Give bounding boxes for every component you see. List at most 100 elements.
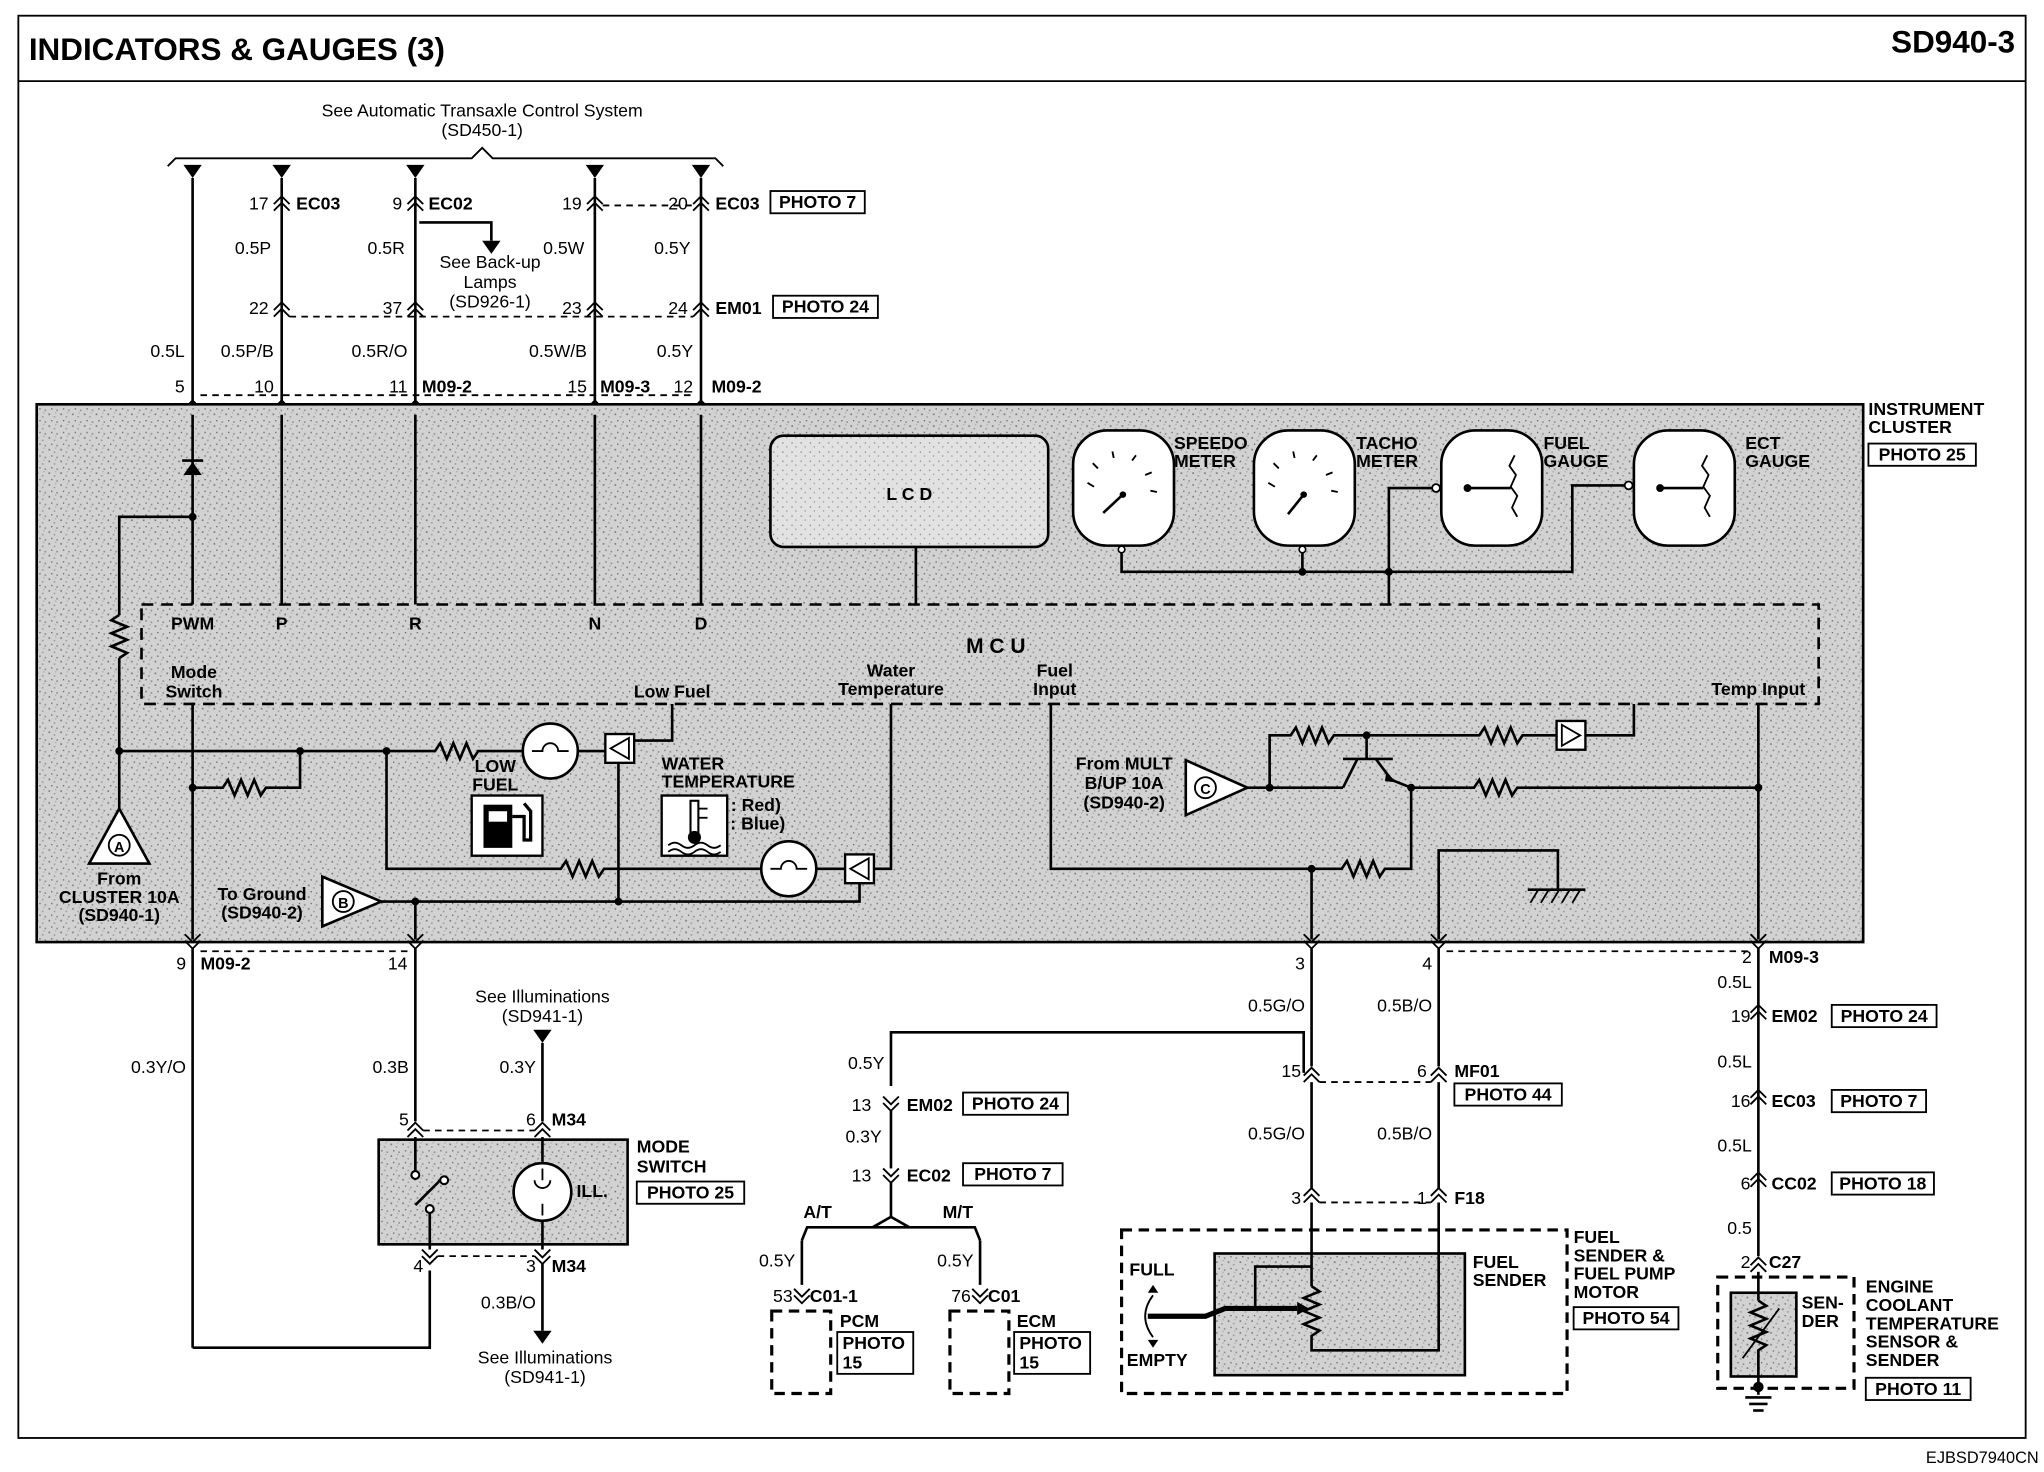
mcu-low-fuel: Low Fuel xyxy=(634,681,711,701)
mf01-photo-box xyxy=(1453,1082,1563,1107)
connector-a-label: A xyxy=(114,840,125,856)
page-frame xyxy=(17,14,2027,1439)
mcu-fuel-1: Fuel xyxy=(1037,660,1073,680)
conn-m092-b: M09-2 xyxy=(711,377,761,397)
fuel-module-1: FUEL xyxy=(1574,1227,1620,1247)
cluster-photo: PHOTO 25 xyxy=(1879,445,1966,465)
fuel-input-path xyxy=(1049,703,1413,881)
wire-03bo-label: 0.3B/O xyxy=(481,1292,536,1312)
wire-05wb: 0.5W/B xyxy=(529,341,587,361)
fuel-empty: EMPTY xyxy=(1127,1350,1188,1370)
ect-wire-4: 0.5 xyxy=(1727,1218,1752,1238)
ecm-box xyxy=(948,1309,1011,1396)
to-ground-1: To Ground xyxy=(218,884,307,904)
backup-arrow xyxy=(482,240,501,254)
pin-5-m34: 5 xyxy=(399,1109,409,1129)
fuel-pump-icon xyxy=(470,794,544,857)
tacho-label-2: METER xyxy=(1356,451,1418,471)
page-code: SD940-3 xyxy=(1891,24,2015,59)
pcm-photo-1: PHOTO xyxy=(842,1333,905,1353)
mult-2: B/UP 10A xyxy=(1085,773,1164,793)
mult-1: From MULT xyxy=(1076,753,1173,773)
ect-pin-2: 2 xyxy=(1741,1252,1751,1272)
low-fuel-feed xyxy=(119,739,522,763)
conn-m093-b: M09-3 xyxy=(1769,947,1819,967)
float-swing xyxy=(1144,1294,1154,1338)
wire-05p: 0.5P xyxy=(235,238,271,258)
temp-feed xyxy=(1411,776,1759,799)
ect-ec03-photo: PHOTO 7 xyxy=(1840,1091,1917,1111)
pin-2-m093: 2 xyxy=(1742,947,1752,967)
fuel-module-box xyxy=(1120,1228,1569,1396)
connector-b-circle xyxy=(331,890,355,913)
pin-11: 11 xyxy=(389,377,407,397)
illum-top-note: See Illuminations xyxy=(475,986,610,1006)
pin-12: 12 xyxy=(673,377,693,397)
pcm-label: PCM xyxy=(840,1311,879,1331)
wire-at-label: 0.5Y xyxy=(759,1251,796,1271)
pin-19: 19 xyxy=(562,193,582,213)
ect-name-4: SENSOR & xyxy=(1866,1332,1959,1352)
speedo-label-2: METER xyxy=(1174,451,1236,471)
wire-03b-label: 0.3B xyxy=(372,1057,408,1077)
wire-05y-pcm-label: 0.5Y xyxy=(848,1053,885,1073)
cluster-bottom-chevrons xyxy=(184,933,1767,950)
connector-a-circle xyxy=(107,833,131,857)
low-fuel-driver xyxy=(604,732,636,765)
wire-03y-label: 0.3Y xyxy=(500,1057,537,1077)
to-ground-2: (SD940-2) xyxy=(221,903,303,923)
ect-sensor-label-2: DER xyxy=(1802,1311,1840,1331)
at-mt-split xyxy=(800,1226,982,1241)
transistor-arrow xyxy=(1384,771,1397,783)
lcd-label: L C D xyxy=(886,484,932,504)
mcu-r: R xyxy=(409,613,422,633)
temp-driver xyxy=(1555,719,1587,751)
ec02-photo-box xyxy=(962,1162,1064,1187)
pin-15: 15 xyxy=(567,377,587,397)
water-temp-lamp xyxy=(759,840,818,898)
illum-arrow-bottom xyxy=(533,1330,552,1344)
ect-wire-3: 0.5L xyxy=(1717,1135,1752,1155)
mcu-n: N xyxy=(588,613,601,633)
mcu-fuel-2: Input xyxy=(1033,679,1076,699)
fuel-sense-line xyxy=(1268,724,1557,788)
pin-37: 37 xyxy=(383,298,403,318)
wire-sender-ground xyxy=(1437,849,1560,940)
ect-wire-1: 0.5L xyxy=(1717,972,1752,992)
fuel-sender-resistor xyxy=(1300,1202,1440,1352)
mcu-temp-input: Temp Input xyxy=(1711,679,1805,699)
ground-symbol xyxy=(1527,888,1586,904)
pin-53: 53 xyxy=(773,1286,793,1306)
split-apex xyxy=(871,1215,910,1229)
ect-pin-6: 6 xyxy=(1741,1173,1751,1193)
mode-switch-box xyxy=(377,1138,629,1246)
pin-20: 20 xyxy=(668,193,688,213)
ect-conn-cc02: CC02 xyxy=(1771,1173,1816,1193)
ect-cc02-photo: PHOTO 18 xyxy=(1839,1173,1926,1193)
fuel-full: FULL xyxy=(1129,1260,1174,1280)
wire-05l: 0.5L xyxy=(150,341,185,361)
m34-chevrons xyxy=(406,1121,551,1266)
ect-conn-c27: C27 xyxy=(1769,1252,1802,1272)
wire-05w: 0.5W xyxy=(543,238,585,258)
mcu-label: M C U xyxy=(966,635,1025,658)
photo-7-box xyxy=(769,190,866,215)
illum-arrow-top xyxy=(533,1029,552,1043)
mcu-water-1: Water xyxy=(867,660,916,680)
pin-24: 24 xyxy=(668,298,688,318)
ect-wire-2: 0.5L xyxy=(1717,1052,1752,1072)
pin-6-m34: 6 xyxy=(526,1109,536,1129)
em02-photo: PHOTO 24 xyxy=(972,1094,1059,1114)
pin-15-mf01: 15 xyxy=(1281,1061,1301,1081)
pcm-photo-2: 15 xyxy=(842,1353,862,1373)
conn-em01: EM01 xyxy=(715,298,761,318)
pin-3-m34: 3 xyxy=(526,1256,536,1276)
conn-m092-a: M09-2 xyxy=(422,377,472,397)
mt-label: M/T xyxy=(943,1202,974,1222)
low-fuel-signal xyxy=(634,703,674,742)
em02-photo-box xyxy=(962,1091,1069,1116)
backup-note-1: See Back-up xyxy=(439,252,540,272)
atcs-brace xyxy=(167,146,724,167)
